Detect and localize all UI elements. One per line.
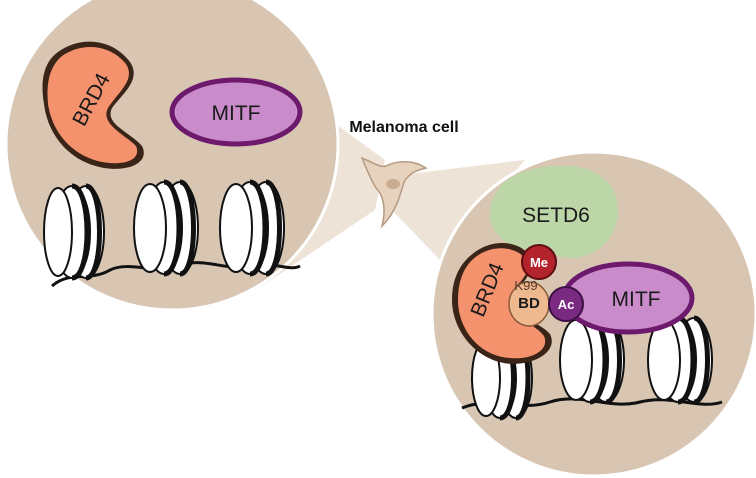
- brd4-protein-left: BRD4: [42, 41, 144, 169]
- mitf-label-left: MITF: [212, 102, 261, 125]
- nucleosome-icon: [43, 183, 105, 281]
- setd6-protein: SETD6: [489, 165, 619, 258]
- mitf-label-right: MITF: [612, 288, 661, 311]
- left-panel: BRD4 MITF: [4, 0, 340, 312]
- melanoma-cell-icon: [360, 156, 428, 229]
- acetylation-badge: Ac: [548, 286, 584, 322]
- me-label: Me: [530, 255, 548, 270]
- setd6-label: SETD6: [522, 204, 590, 227]
- ac-label: Ac: [558, 297, 575, 312]
- bd-label: BD: [518, 295, 540, 312]
- mitf-protein-right: MITF: [561, 261, 695, 335]
- methylation-badge: Me: [521, 244, 557, 280]
- bd-domain: K99 BD: [508, 278, 550, 327]
- nucleosome-icon: [559, 315, 625, 405]
- zoom-cone-right: [392, 160, 525, 260]
- mitf-protein-left: MITF: [169, 77, 303, 147]
- nucleosome-icon: [219, 179, 285, 277]
- k99-label: K99: [514, 278, 537, 293]
- nucleosome-icon: [133, 179, 199, 277]
- melanoma-cell-caption: Melanoma cell: [349, 119, 458, 136]
- nucleosome-icon: [647, 315, 713, 405]
- right-panel: SETD6 BRD4 K99 BD Me MITF Ac: [430, 150, 756, 478]
